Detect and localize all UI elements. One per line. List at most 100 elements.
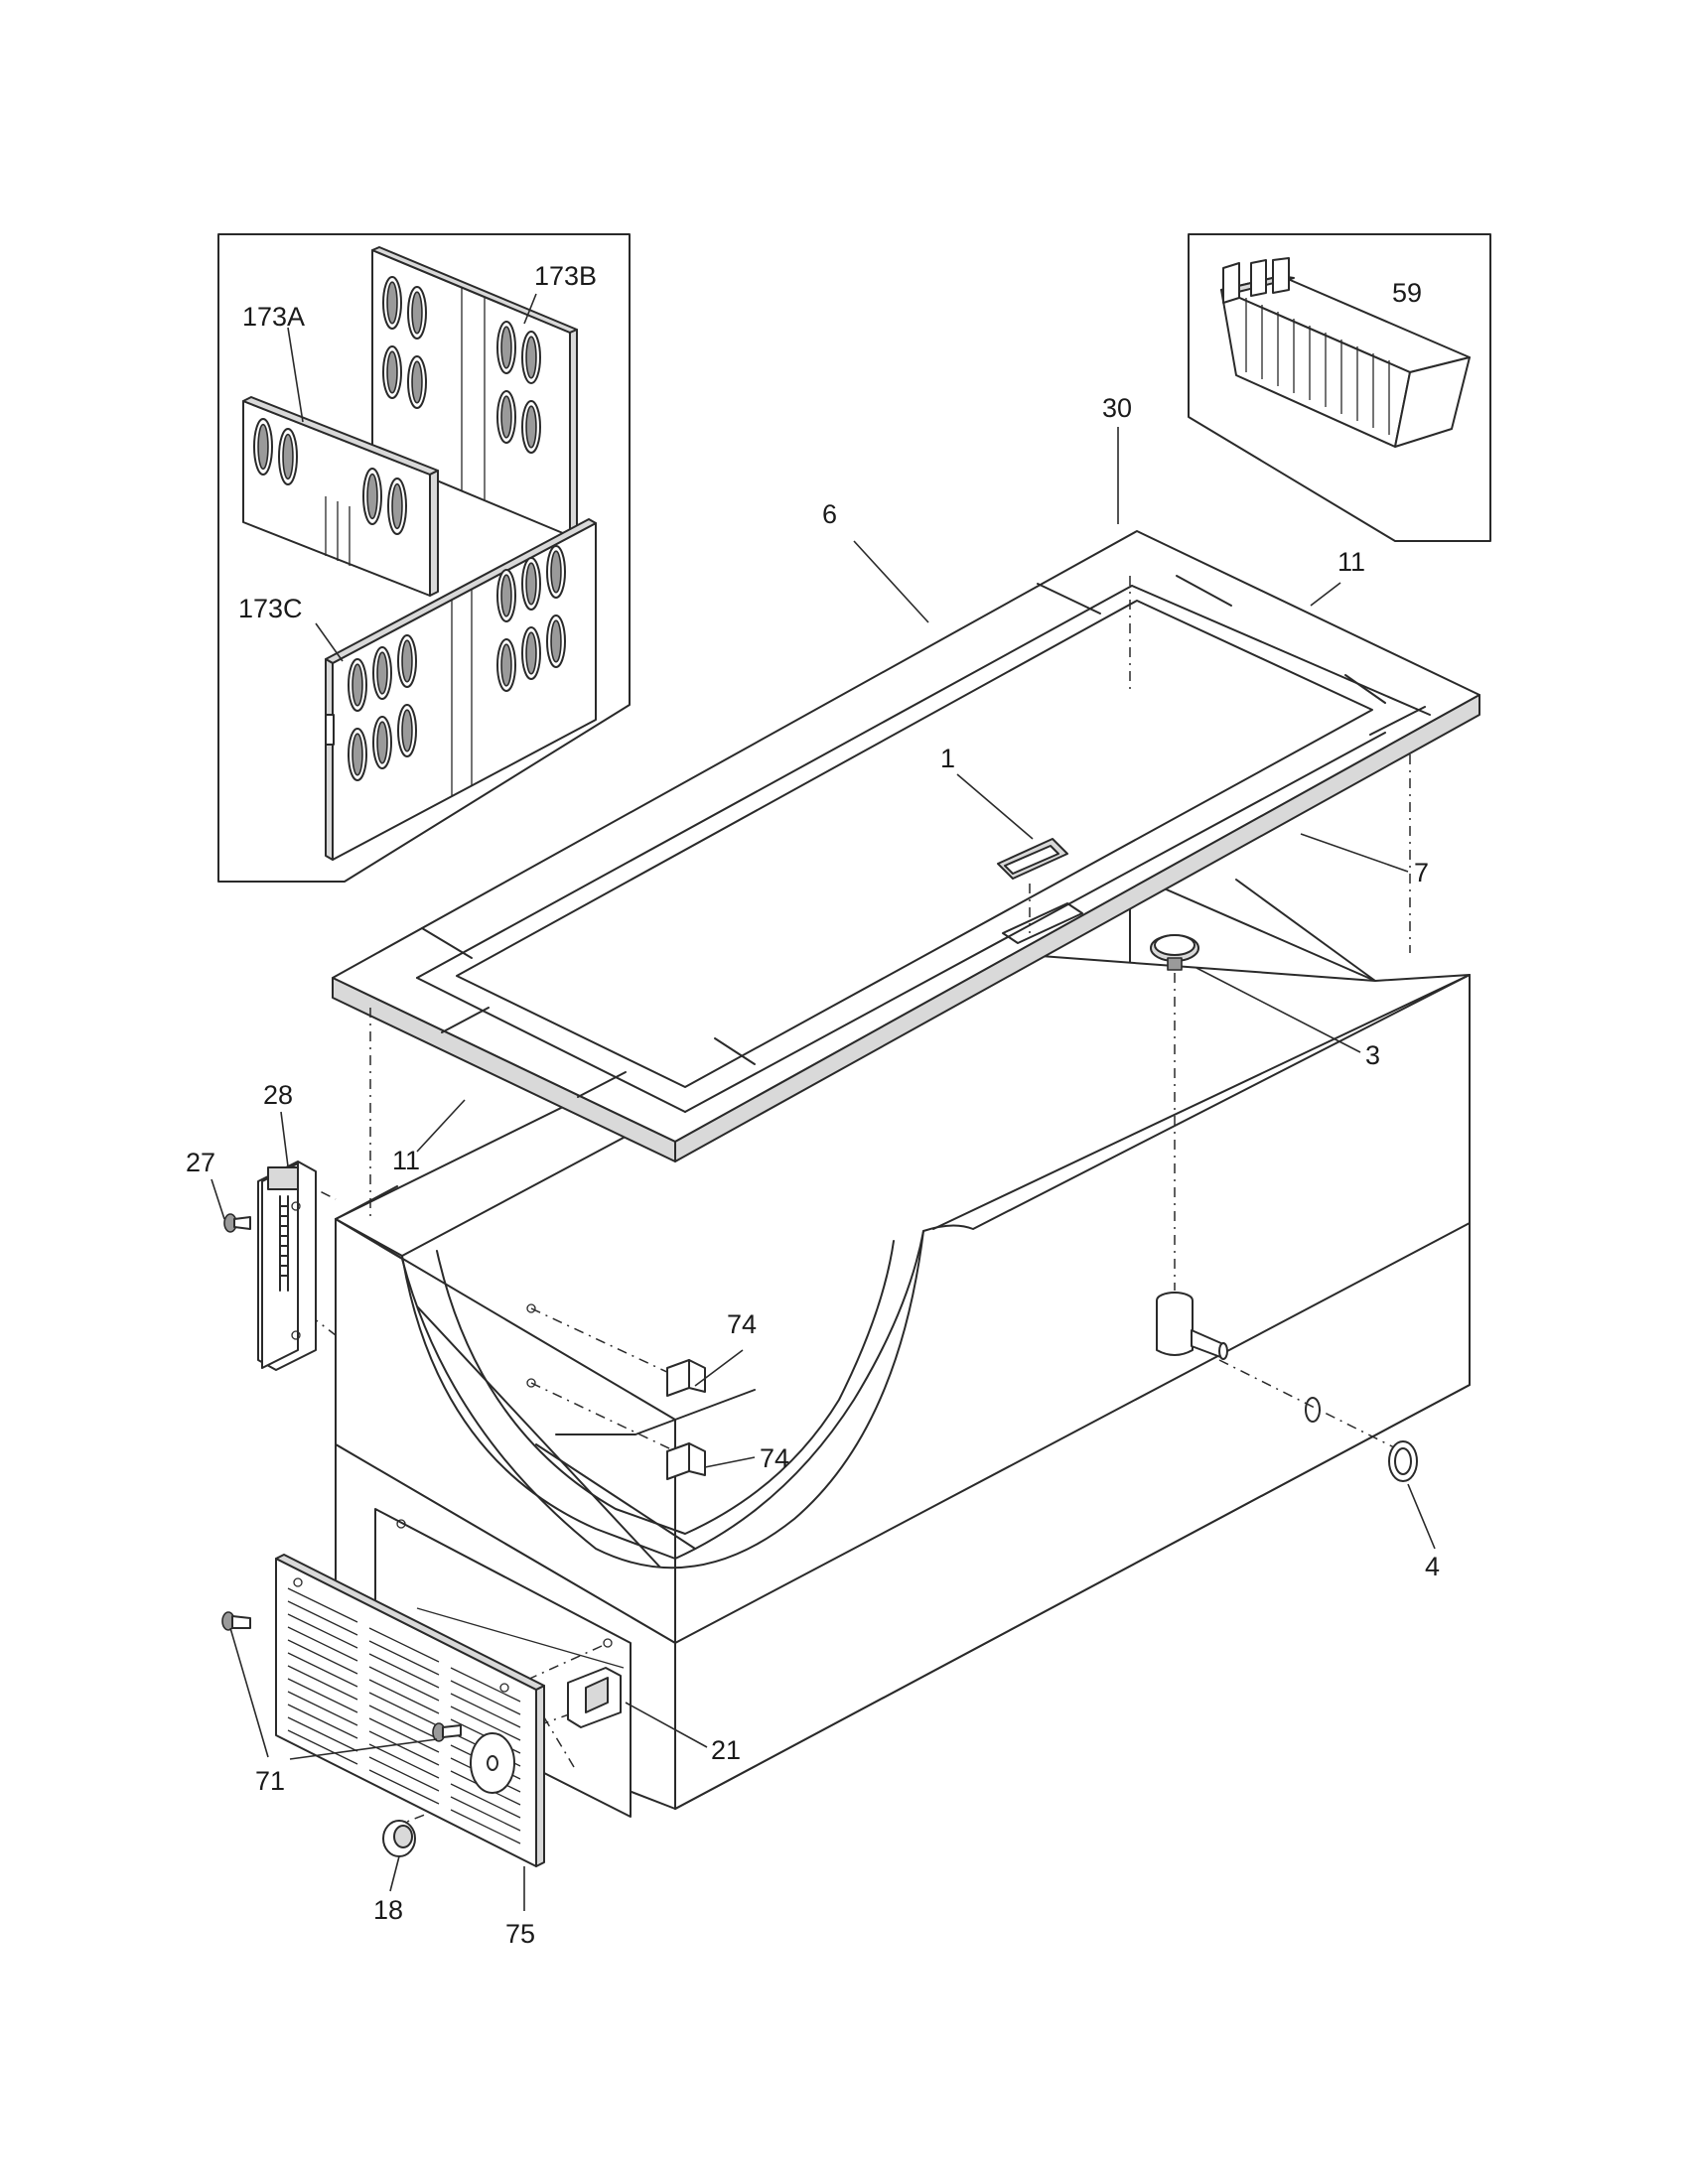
callout-59: 59 [1392,278,1422,308]
divider-slot-inner [352,663,363,707]
lid-frame [332,530,1480,1162]
grille-vent [368,1705,440,1740]
divider-slot-inner [550,619,562,663]
divider-clip-upper [666,1359,706,1397]
clip-hole-upper [526,1303,536,1313]
callout-28: 28 [263,1080,293,1110]
basket-inset: 59 [1188,233,1491,542]
grille-vent [287,1691,358,1726]
divider-slot-inner [386,350,398,394]
grille-screw-right [432,1722,462,1742]
callout-leaders [211,427,1436,1911]
drain-plug [1150,934,1199,971]
grille-vent [368,1692,440,1727]
divider-clip-lower [666,1442,706,1480]
divider-slot-inner [352,733,363,776]
grille-screw-left [221,1611,251,1631]
thermostat-control [567,1667,622,1728]
drain-tube [1156,1292,1228,1360]
divider-slot-inner [386,281,398,325]
divider-slot-inner [500,326,512,369]
drain-hole [1305,1397,1321,1423]
grille-vent [368,1743,440,1779]
callout-18: 18 [373,1895,403,1925]
grille-vent [287,1587,358,1623]
divider-slot-inner [525,336,537,379]
divider-slot-inner [411,360,423,404]
divider-slot-inner [525,562,537,606]
divider-slot-inner [376,721,388,764]
callout-21: 21 [711,1735,741,1765]
grille-vent [368,1756,440,1792]
grille-vent [368,1627,440,1663]
divider-slot-inner [376,651,388,695]
grille-vent [450,1693,521,1728]
callout-27: 27 [186,1148,215,1177]
grille-vent [368,1653,440,1689]
divider-slot-inner [401,639,413,683]
callout-7: 7 [1414,858,1429,887]
cabinet [335,699,1471,1818]
divider-slot-inner [525,631,537,675]
grille-vent [368,1769,440,1805]
grille-vent [287,1600,358,1636]
callout-3: 3 [1365,1040,1380,1070]
divider-slot-inner [500,643,512,687]
grille-vent [368,1640,440,1676]
grille-vent [287,1678,358,1713]
divider-slot-inner [550,550,562,594]
storage-basket [1220,257,1471,448]
divider-slot-inner [282,433,294,480]
callout-11-top: 11 [1337,547,1365,577]
grille-vent [287,1729,358,1765]
callout-173b: 173B [534,261,597,291]
callout-1: 1 [940,744,955,773]
callout-173a: 173A [242,302,305,332]
front-grille [275,1554,545,1867]
divider-slot-inner [401,709,413,752]
grille-vent [287,1626,358,1662]
grille-vent [287,1652,358,1688]
grille-vent [287,1704,358,1739]
divider-173c [325,518,597,861]
grille-vent [368,1666,440,1702]
grille-vent [368,1679,440,1714]
grille-vent [287,1613,358,1649]
grille-vent [450,1783,521,1819]
divider-slot-inner [500,395,512,439]
divider-slot-inner [525,405,537,449]
divider-slot-inner [257,423,269,471]
callout-74-upper: 74 [727,1309,757,1339]
callout-6: 6 [822,499,837,529]
callout-173c: 173C [238,594,303,623]
callout-labels: 30 6 11 1 7 3 11 28 27 74 74 4 21 71 18 … [186,393,1440,1949]
divider-slot-inner [411,291,423,335]
callout-4: 4 [1425,1552,1440,1581]
grille-vent [287,1716,358,1752]
clip-hole-lower [526,1378,536,1388]
callout-30: 30 [1102,393,1132,423]
grille-vent [368,1717,440,1753]
divider-slot-inner [366,473,378,520]
divider-slot-inner [391,482,403,530]
thermostat-knob [382,1820,416,1857]
drain-cap [1388,1440,1418,1482]
divider-slot-inner [500,574,512,617]
callout-75: 75 [505,1919,535,1949]
grille-vent [287,1665,358,1701]
callout-11-bottom: 11 [392,1146,420,1175]
grille-vent [287,1639,358,1675]
grille-vent [450,1667,521,1703]
callout-71: 71 [255,1766,285,1796]
grille-vent [450,1680,521,1715]
grille-vent [368,1730,440,1766]
callout-74-lower: 74 [760,1443,789,1473]
divider-inset: 173B 173A 173C [217,233,631,883]
grille-vent [450,1796,521,1832]
divider-173a [242,396,439,597]
grille-vent [450,1706,521,1741]
grille-vent [450,1809,521,1844]
lid-hinge [257,1160,317,1371]
hinge-screw [223,1213,251,1233]
